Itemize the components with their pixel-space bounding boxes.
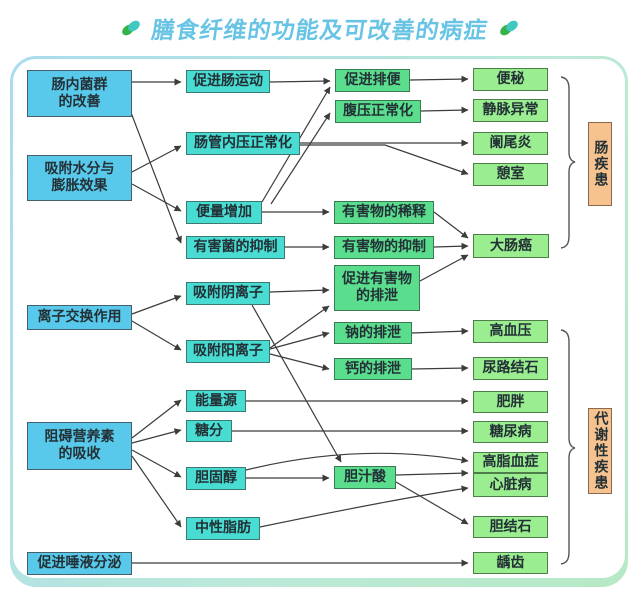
node-xifu-shuifen: 吸附水分与 膨胀效果 xyxy=(27,155,132,201)
node-fuya-zhengchang: 腹压正常化 xyxy=(335,100,421,123)
node-tangniaobing: 糖尿病 xyxy=(473,421,548,443)
node-danjieshi: 胆结石 xyxy=(473,516,548,538)
node-xifu-yinlizi: 吸附阴离子 xyxy=(186,282,270,305)
node-dachangai: 大肠癌 xyxy=(473,234,549,258)
node-quchi: 龋齿 xyxy=(473,552,548,574)
node-nengliangyuan: 能量源 xyxy=(186,390,246,412)
node-gaoxueya: 高血压 xyxy=(473,320,548,343)
leaf-icon xyxy=(500,20,518,36)
node-cujin-paibian: 促进排便 xyxy=(335,69,410,92)
node-bianliang-zengjia: 便量增加 xyxy=(186,201,262,224)
node-youhaiwu-paixie: 促进有害物 的排泄 xyxy=(334,265,420,311)
node-changnei-junqun: 肠内菌群 的改善 xyxy=(27,70,132,117)
node-gai-paixie: 钙的排泄 xyxy=(334,358,412,380)
node-cujin-changyundong: 促进肠运动 xyxy=(186,70,270,93)
node-bianmi: 便秘 xyxy=(473,68,548,91)
node-cujin-tuoye: 促进唾液分泌 xyxy=(27,552,132,575)
node-feipang: 肥胖 xyxy=(473,391,548,413)
node-niaolu-jieshi: 尿路结石 xyxy=(473,357,548,380)
node-na-paixie: 钠的排泄 xyxy=(334,322,412,344)
node-lanweiyan: 阑尾炎 xyxy=(473,132,548,155)
node-danzhisuan: 胆汁酸 xyxy=(334,466,396,489)
title-bar: 膳食纤维的功能及可改善的病症 xyxy=(0,6,640,50)
node-danguchun: 胆固醇 xyxy=(186,467,246,490)
node-tangfen: 糖分 xyxy=(186,420,232,442)
node-youhaijun-yizhi: 有害菌的抑制 xyxy=(186,236,285,259)
node-zhongxing-zhifang: 中性脂肪 xyxy=(186,517,260,540)
node-xifu-yanglizi: 吸附阳离子 xyxy=(186,340,270,363)
node-chang-jihuan: 肠疾患 xyxy=(588,122,612,206)
node-daixie-jihuan: 代谢性疾患 xyxy=(588,408,612,494)
node-zuai-yingyangsu: 阻碍营养素 的吸收 xyxy=(27,422,132,470)
node-qishi: 憩室 xyxy=(473,163,548,186)
node-youhaiwu-xishi: 有害物的稀释 xyxy=(334,201,434,224)
node-jingmai-yichang: 静脉异常 xyxy=(473,99,548,122)
node-youhaiwu-yizhi: 有害物的抑制 xyxy=(334,236,434,259)
node-lizi-jiaohuan: 离子交换作用 xyxy=(27,305,132,330)
node-changguan-neiya: 肠管内压正常化 xyxy=(186,132,300,155)
node-xinzangbing: 心脏病 xyxy=(473,473,548,497)
leaf-icon xyxy=(122,20,140,36)
node-gaozhixuezheng: 高脂血症 xyxy=(473,452,548,473)
